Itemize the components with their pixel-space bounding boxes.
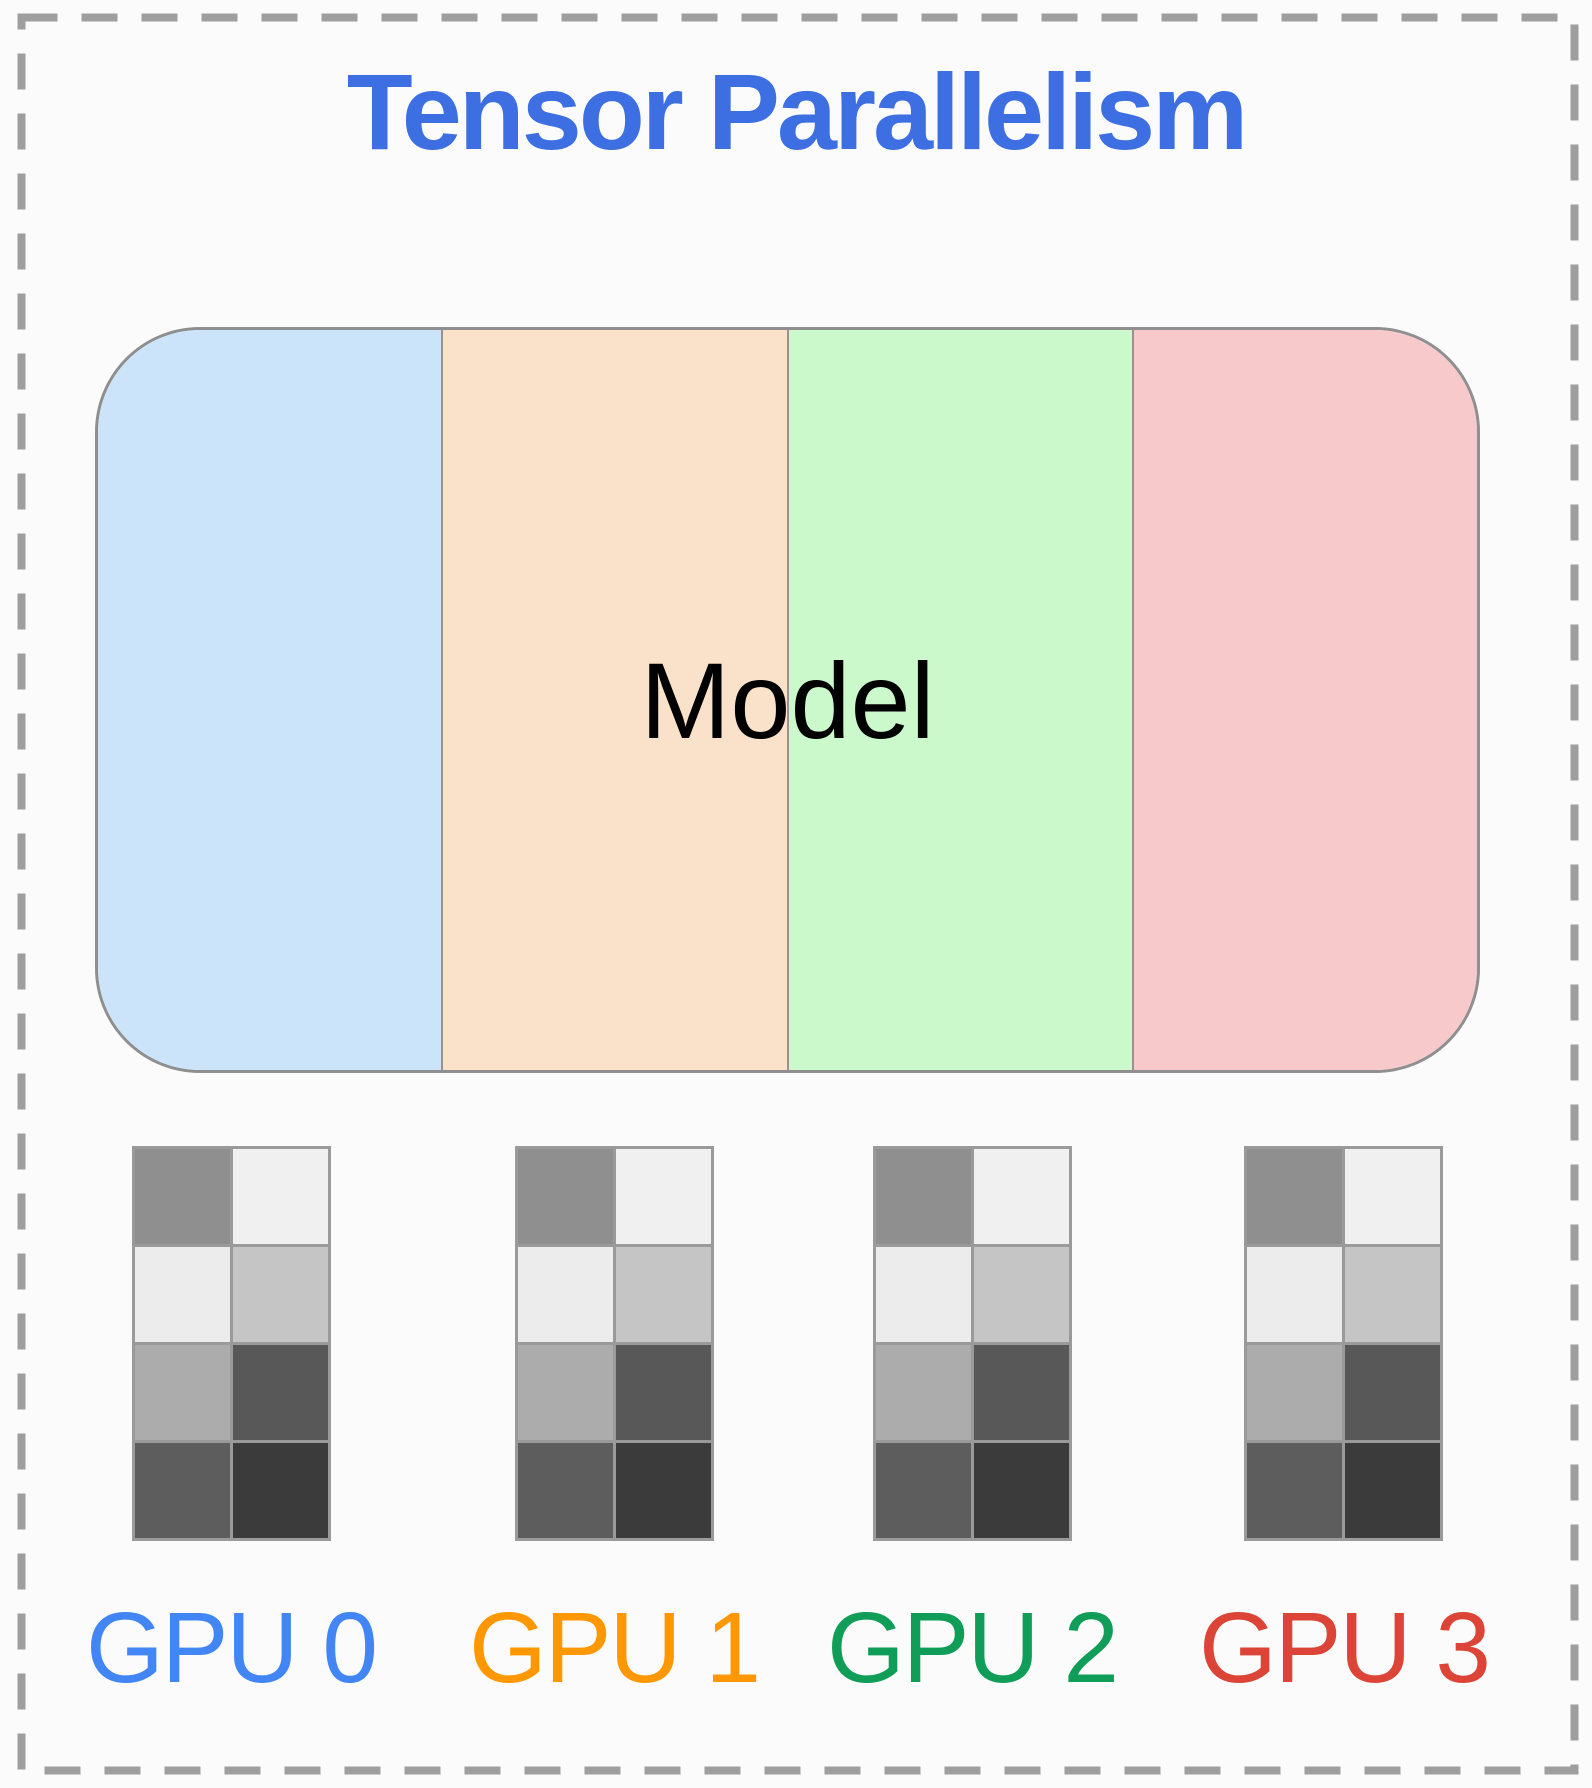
- weight-cell: [233, 1443, 328, 1538]
- weight-cell: [518, 1149, 613, 1244]
- weight-cell: [974, 1345, 1069, 1440]
- weight-cell: [1247, 1345, 1342, 1440]
- weight-cell: [1345, 1443, 1440, 1538]
- weight-cell: [135, 1345, 230, 1440]
- weight-cell: [1345, 1345, 1440, 1440]
- weight-cell: [974, 1247, 1069, 1342]
- model-box: [95, 327, 1480, 1073]
- weight-cell: [616, 1149, 711, 1244]
- model-shard-gpu0: [98, 330, 442, 1070]
- gpu-label-0: GPU 0: [85, 1592, 378, 1704]
- weight-cell: [135, 1247, 230, 1342]
- weight-cell: [876, 1149, 971, 1244]
- weight-cell: [1247, 1247, 1342, 1342]
- weight-grid-gpu3: [1244, 1146, 1443, 1541]
- weight-cell: [616, 1247, 711, 1342]
- model-shard-gpu2: [786, 330, 1132, 1070]
- gpu-label-2: GPU 2: [826, 1592, 1119, 1704]
- weight-cell: [616, 1345, 711, 1440]
- model-shard-gpu3: [1131, 330, 1477, 1070]
- weight-grid-gpu0: [132, 1146, 331, 1541]
- weight-grid-gpu2: [873, 1146, 1072, 1541]
- weight-cell: [876, 1345, 971, 1440]
- weight-cell: [233, 1247, 328, 1342]
- weight-grid-gpu1: [515, 1146, 714, 1541]
- weight-cell: [974, 1149, 1069, 1244]
- weight-cell: [876, 1247, 971, 1342]
- weight-cell: [1247, 1443, 1342, 1538]
- weight-cell: [233, 1345, 328, 1440]
- weight-cell: [233, 1149, 328, 1244]
- weight-cell: [876, 1443, 971, 1538]
- weight-cell: [135, 1149, 230, 1244]
- model-shard-gpu1: [441, 330, 787, 1070]
- gpu-label-1: GPU 1: [468, 1592, 761, 1704]
- weight-cell: [518, 1345, 613, 1440]
- diagram-title: Tensor Parallelism: [346, 51, 1248, 172]
- weight-cell: [1345, 1247, 1440, 1342]
- weight-cell: [974, 1443, 1069, 1538]
- weight-cell: [135, 1443, 230, 1538]
- weight-cell: [1345, 1149, 1440, 1244]
- gpu-label-3: GPU 3: [1198, 1592, 1491, 1704]
- weight-cell: [518, 1443, 613, 1538]
- weight-cell: [1247, 1149, 1342, 1244]
- weight-cell: [518, 1247, 613, 1342]
- weight-cell: [616, 1443, 711, 1538]
